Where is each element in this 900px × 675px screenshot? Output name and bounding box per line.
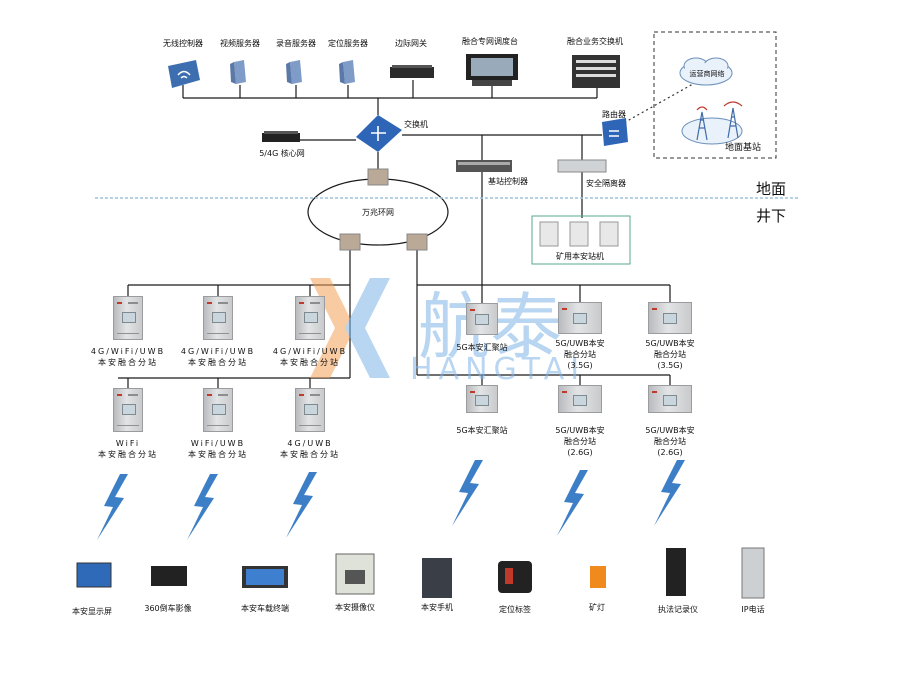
connection-lines — [118, 80, 671, 388]
label-router: 路由器 — [602, 110, 626, 119]
label-service-switch: 融合业务交换机 — [567, 37, 623, 46]
border-gateway-icon — [390, 65, 434, 78]
base-controller-icon — [456, 160, 512, 172]
mine-machine-box — [531, 215, 631, 265]
terminal-label-lamp: 矿灯 — [589, 603, 605, 612]
mine-machine-icons — [539, 221, 619, 247]
substation-cabinet — [113, 388, 143, 432]
substation-label: 5G本安汇聚站 — [456, 426, 508, 435]
label-operator-network: 运营商网络 — [689, 70, 725, 78]
substation-label: 5G/UWB本安融合分站(2.6G) — [555, 426, 605, 457]
terminal-label-camera: 本安摄像仪 — [335, 603, 375, 612]
dispatch-console-icon — [466, 54, 518, 86]
substation-cabinet — [648, 302, 692, 334]
substation-cabinet — [203, 388, 233, 432]
substation-cabinet — [558, 302, 602, 334]
terminal-label-tag: 定位标签 — [499, 605, 531, 614]
switch-icon — [356, 115, 402, 152]
label-recording-server: 录音服务器 — [276, 39, 316, 48]
label-ring-network: 万兆环网 — [362, 208, 394, 217]
label-switch: 交换机 — [404, 120, 428, 129]
wireless-controller-icon — [168, 60, 200, 88]
substation-label: 5G/UWB本安融合分站(2.6G) — [645, 426, 695, 457]
substation-label: 5G/UWB本安融合分站(3.5G) — [555, 339, 605, 370]
label-ground-station: 地面基站 — [724, 143, 762, 153]
label-dispatch-console: 融合专网调度台 — [462, 37, 518, 46]
label-core-network: 5/4G 核心网 — [259, 149, 305, 158]
lightning-icons — [97, 460, 685, 540]
substation-cabinet — [113, 296, 143, 340]
substation-cabinet — [295, 296, 325, 340]
recording-server-icon — [286, 60, 302, 84]
terminal-label-display: 本安显示屏 — [72, 607, 112, 616]
terminal-label-recorder: 执法记录仪 — [658, 605, 698, 614]
tower-icon — [696, 101, 743, 141]
terminal-label-phone: 本安手机 — [421, 603, 453, 612]
terminal-label-reverse-camera: 360倒车影像 — [144, 604, 192, 613]
substation-cabinet — [648, 385, 692, 413]
label-mine-machine: 矿用本安站机 — [556, 252, 604, 261]
label-positioning-server: 定位服务器 — [328, 39, 368, 48]
label-wireless-controller: 无线控制器 — [163, 39, 203, 48]
service-switch-icon — [572, 55, 620, 88]
zone-ground-label: 地面 — [756, 180, 787, 198]
label-video-server: 视频服务器 — [220, 39, 260, 48]
ring-node-icon — [339, 168, 428, 251]
substation-label: 5G/UWB本安融合分站(3.5G) — [645, 339, 695, 370]
terminal-label-vehicle-terminal: 本安车载终端 — [241, 604, 289, 613]
core-network-icon — [262, 131, 300, 142]
label-base-controller: 基站控制器 — [488, 177, 528, 186]
label-security-isolator: 安全隔离器 — [586, 179, 626, 188]
terminal-label-ip-phone: IP电话 — [741, 605, 765, 614]
substation-cabinet — [466, 303, 498, 335]
security-isolator-icon — [557, 159, 607, 173]
substation-label: 5G本安汇聚站 — [456, 343, 508, 352]
router-icon — [602, 118, 628, 146]
substation-cabinet — [295, 388, 325, 432]
substation-cabinet — [203, 296, 233, 340]
ground-station-box — [653, 31, 777, 159]
positioning-server-icon — [339, 60, 355, 84]
terminal-icons — [76, 547, 765, 599]
substation-cabinet — [466, 385, 498, 413]
label-border-gateway: 边际网关 — [395, 39, 427, 48]
video-server-icon — [230, 60, 246, 84]
substation-cabinet — [558, 385, 602, 413]
zone-underground-label: 井下 — [756, 207, 787, 225]
